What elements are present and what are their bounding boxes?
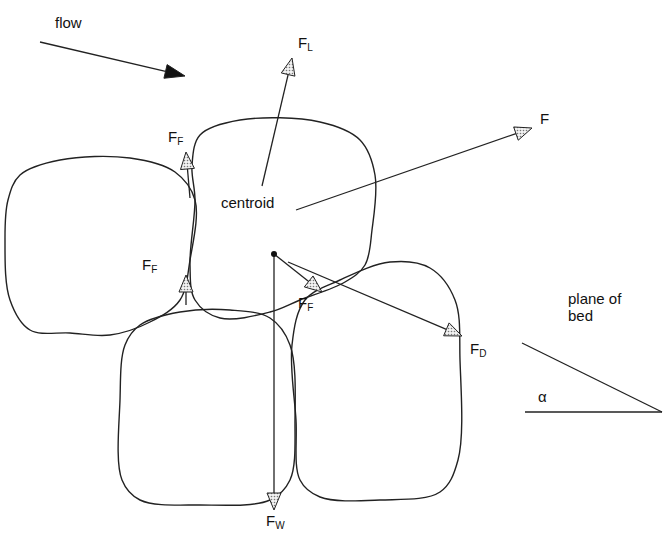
force-label: FF	[142, 256, 157, 276]
plane-label: plane of bed	[568, 290, 638, 325]
force-arrow	[267, 254, 281, 510]
force-arrow	[296, 127, 532, 210]
force-label: FW	[266, 512, 285, 532]
force-label: FF	[298, 294, 313, 314]
centroid-dot	[271, 251, 277, 257]
grain-outline	[118, 309, 295, 505]
force-label: FD	[470, 340, 486, 360]
force-arrow	[274, 254, 322, 292]
angle-label: α	[538, 388, 547, 405]
grain-outline	[291, 261, 461, 500]
force-arrow	[288, 262, 462, 336]
flow-arrow	[40, 42, 185, 78]
force-label: F	[540, 110, 549, 127]
force-arrow	[179, 275, 193, 305]
force-label: FF	[168, 128, 183, 148]
bed-plane-symbol	[522, 343, 662, 412]
grain-node: centroid	[185, 118, 377, 320]
grain-outline	[185, 118, 377, 320]
grain-outline	[5, 156, 196, 335]
flow-label: flow	[55, 14, 82, 31]
node-label: centroid	[221, 194, 274, 211]
force-arrow	[180, 152, 194, 198]
force-arrow	[262, 58, 295, 186]
force-label: FL	[298, 34, 313, 54]
